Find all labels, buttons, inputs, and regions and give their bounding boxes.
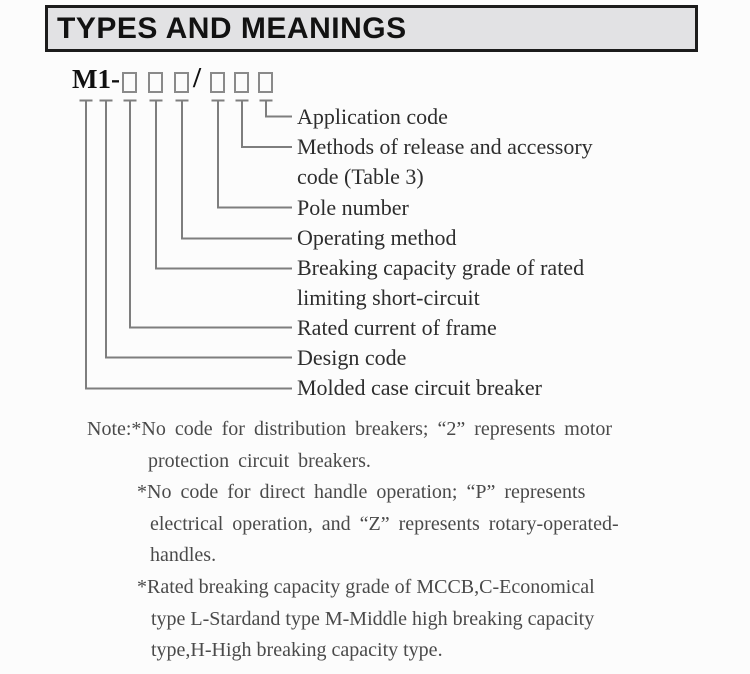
page-title: TYPES AND MEANINGS <box>57 11 407 45</box>
code-box <box>258 72 273 93</box>
model-code-separator: / <box>193 62 202 94</box>
label-line: limiting short-circuit <box>297 285 480 310</box>
label-molded-case-circuit-breaker: Molded case circuit breaker <box>297 373 542 403</box>
code-box <box>122 72 137 93</box>
label-operating-method: Operating method <box>297 223 456 253</box>
note-line: protection circuit breakers. <box>148 450 371 472</box>
label-line: Operating method <box>297 225 457 250</box>
label-line: Rated current of frame <box>297 315 497 340</box>
label-rated-current-of-frame: Rated current of frame <box>297 313 497 343</box>
note-line: Note:*No code for distribution breakers;… <box>87 418 613 440</box>
code-box <box>174 72 189 93</box>
note-line: handles. <box>150 544 217 566</box>
label-line: Design code <box>297 345 407 370</box>
label-line: Application code <box>297 104 448 129</box>
label-pole-number: Pole number <box>297 193 409 223</box>
note-line: type,H-High breaking capacity type. <box>151 639 443 661</box>
label-line: Molded case circuit breaker <box>297 375 542 400</box>
code-box <box>148 72 163 93</box>
note-line: type L-Stardand type M-Middle high break… <box>151 608 595 630</box>
model-code-prefix: M1- <box>72 64 120 94</box>
label-breaking-capacity-grade: Breaking capacity grade of rated limitin… <box>297 253 584 313</box>
label-methods-of-release: Methods of release and accessory code (T… <box>297 132 593 192</box>
code-box <box>210 72 225 93</box>
label-design-code: Design code <box>297 343 406 373</box>
note-line: *Rated breaking capacity grade of MCCB,C… <box>137 576 595 598</box>
label-application-code: Application code <box>297 102 448 132</box>
label-line: Methods of release and accessory <box>297 134 593 159</box>
label-line: Pole number <box>297 195 409 220</box>
note-line: *No code for direct handle operation; “P… <box>137 481 586 503</box>
code-box <box>234 72 249 93</box>
note-line: electrical operation, and “Z” represents… <box>150 513 619 535</box>
label-line: code (Table 3) <box>297 164 424 189</box>
section-header: TYPES AND MEANINGS <box>45 5 698 52</box>
label-line: Breaking capacity grade of rated <box>297 255 585 280</box>
